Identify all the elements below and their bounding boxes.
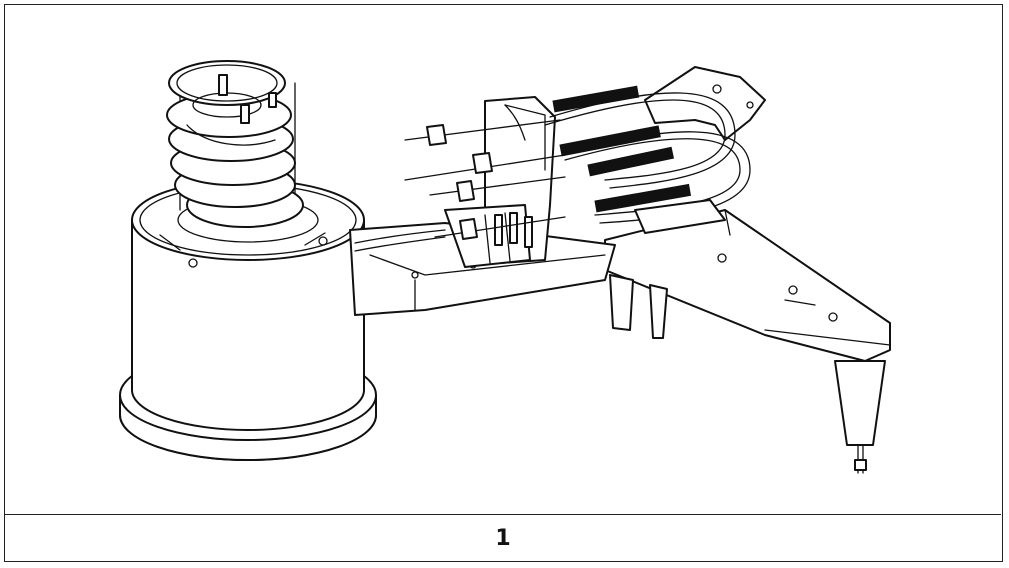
radiation-shield xyxy=(166,60,304,228)
figure-caption: 1 xyxy=(495,526,511,551)
screw-4 xyxy=(459,218,478,240)
screw-3 xyxy=(456,180,475,202)
sensor-pin-2 xyxy=(240,104,250,124)
screw-2 xyxy=(472,152,493,174)
figure-frame: 1 xyxy=(4,4,1003,562)
cable-sleeve-3 xyxy=(587,146,675,177)
cables xyxy=(544,85,751,234)
sensor-pin-1 xyxy=(218,74,228,96)
mounting-arm xyxy=(604,66,891,474)
connecting-bridge xyxy=(349,222,616,316)
sensor-pin-3 xyxy=(268,92,277,108)
cable-sleeve-2 xyxy=(559,125,661,157)
screw-1 xyxy=(426,124,447,146)
cable-sleeve-1 xyxy=(552,85,640,113)
sensor-base xyxy=(119,179,377,461)
caption-divider xyxy=(5,514,1001,515)
cable-sleeve-4 xyxy=(594,183,692,213)
weather-sensor-assembly-illustration xyxy=(119,60,891,474)
screws xyxy=(404,119,566,240)
caption-cell: 1 xyxy=(5,516,1001,561)
